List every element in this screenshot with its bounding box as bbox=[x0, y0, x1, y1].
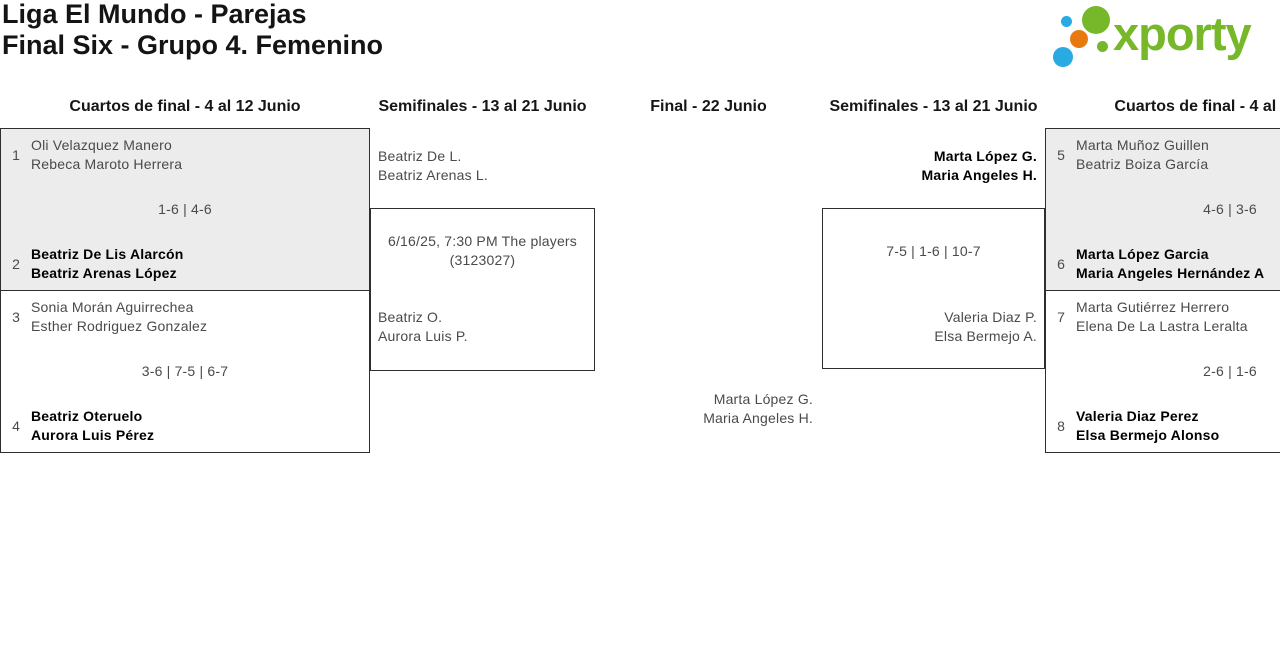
quarterfinals-left-column: 1 Oli Velazquez Manero Rebeca Maroto Her… bbox=[0, 128, 370, 453]
team-players: Oli Velazquez Manero Rebeca Maroto Herre… bbox=[31, 136, 182, 174]
logo-dot-icon bbox=[1082, 6, 1110, 34]
team-players: Valeria Diaz Perez Elsa Bermejo Alonso bbox=[1076, 407, 1219, 445]
player-name: Beatriz De Lis Alarcón bbox=[31, 246, 184, 262]
player-name: Beatriz O. bbox=[378, 309, 443, 325]
player-name: Aurora Luis Pérez bbox=[31, 427, 155, 443]
page-title: Liga El Mundo - Parejas Final Six - Grup… bbox=[2, 0, 383, 61]
player-name: Sonia Morán Aguirrechea bbox=[31, 299, 194, 315]
semifinal-left-top-team: Beatriz De L. Beatriz Arenas L. bbox=[378, 147, 488, 185]
logo-dot-icon bbox=[1053, 47, 1073, 67]
seed-number: 2 bbox=[12, 256, 20, 272]
score-line: 7-5 | 1-6 | 10-7 bbox=[886, 242, 981, 259]
team-row: 6 Marta López Garcia Maria Angeles Herná… bbox=[1046, 245, 1280, 283]
team-row: 4 Beatriz Oteruelo Aurora Luis Pérez bbox=[1, 407, 369, 445]
match-qf3[interactable]: 5 Marta Muñoz Guillen Beatriz Boiza Garc… bbox=[1046, 129, 1280, 291]
player-name: Beatriz Arenas L. bbox=[378, 167, 489, 183]
player-name: Marta López G. bbox=[933, 148, 1037, 164]
seed-number: 7 bbox=[1057, 309, 1065, 325]
match-schedule: 6/16/25, 7:30 PM The players (3123027) bbox=[371, 209, 594, 293]
logo-wordmark: xporty bbox=[1113, 7, 1252, 60]
semifinal-left-bottom-team: Beatriz O. Aurora Luis P. bbox=[378, 308, 468, 346]
team-row: 2 Beatriz De Lis Alarcón Beatriz Arenas … bbox=[1, 245, 369, 283]
player-name: Esther Rodriguez Gonzalez bbox=[31, 318, 208, 334]
match-qf2[interactable]: 3 Sonia Morán Aguirrechea Esther Rodrigu… bbox=[1, 291, 369, 452]
player-name: Elena De La Lastra Leralta bbox=[1076, 318, 1248, 334]
logo-dot-icon bbox=[1061, 16, 1072, 27]
logo-dot-icon bbox=[1097, 41, 1108, 52]
match-qf1[interactable]: 1 Oli Velazquez Manero Rebeca Maroto Her… bbox=[1, 129, 369, 291]
player-name: Beatriz Oteruelo bbox=[31, 408, 143, 424]
seed-number: 6 bbox=[1057, 256, 1065, 272]
team-row: 1 Oli Velazquez Manero Rebeca Maroto Her… bbox=[1, 136, 369, 174]
player-name: Marta López G. bbox=[713, 391, 813, 407]
group-name: Final Six - Grupo 4. Femenino bbox=[2, 30, 384, 60]
player-name: Maria Angeles Hernández A bbox=[1076, 265, 1265, 281]
team-players: Marta López Garcia Maria Angeles Hernánd… bbox=[1076, 245, 1264, 283]
round-header-quarterfinals-left: Cuartos de final - 4 al 12 Junio bbox=[69, 98, 301, 115]
round-header-final: Final - 22 Junio bbox=[650, 98, 767, 115]
match-score: 3-6 | 7-5 | 6-7 bbox=[141, 363, 229, 379]
player-name: Beatriz De L. bbox=[378, 148, 462, 164]
player-name: Marta Muñoz Guillen bbox=[1076, 137, 1209, 153]
seed-number: 8 bbox=[1057, 418, 1065, 434]
player-name: Beatriz Arenas López bbox=[31, 265, 177, 281]
seed-number: 1 bbox=[12, 147, 20, 163]
team-players: Marta Muñoz Guillen Beatriz Boiza García bbox=[1076, 136, 1209, 174]
match-score: 7-5 | 1-6 | 10-7 bbox=[823, 209, 1044, 293]
player-name: Rebeca Maroto Herrera bbox=[31, 156, 183, 172]
player-name: Maria Angeles H. bbox=[921, 167, 1037, 183]
final-winner-team: Marta López G. Maria Angeles H. bbox=[595, 390, 813, 428]
player-name: Marta López Garcia bbox=[1076, 246, 1209, 262]
team-row: 5 Marta Muñoz Guillen Beatriz Boiza Garc… bbox=[1046, 136, 1280, 174]
team-row: 8 Valeria Diaz Perez Elsa Bermejo Alonso bbox=[1046, 407, 1280, 445]
round-header-semifinals-right: Semifinales - 13 al 21 Junio bbox=[829, 98, 1038, 115]
player-name: Aurora Luis P. bbox=[378, 328, 468, 344]
tournament-name: Liga El Mundo - Parejas bbox=[2, 0, 307, 29]
match-sf-left[interactable]: 6/16/25, 7:30 PM The players (3123027) B… bbox=[370, 208, 595, 371]
team-players: Sonia Morán Aguirrechea Esther Rodriguez… bbox=[31, 298, 207, 336]
player-name: Marta Gutiérrez Herrero bbox=[1076, 299, 1230, 315]
round-header-semifinals-left: Semifinales - 13 al 21 Junio bbox=[378, 98, 587, 115]
seed-number: 5 bbox=[1057, 147, 1065, 163]
player-name: Elsa Bermejo Alonso bbox=[1076, 427, 1220, 443]
schedule-line: 6/16/25, 7:30 PM The players bbox=[387, 233, 577, 249]
player-name: Oli Velazquez Manero bbox=[31, 137, 172, 153]
logo-dot-icon bbox=[1070, 30, 1088, 48]
player-name: Valeria Diaz P. bbox=[944, 309, 1037, 325]
team-players: Beatriz De Lis Alarcón Beatriz Arenas Ló… bbox=[31, 245, 183, 283]
match-sf-right[interactable]: 7-5 | 1-6 | 10-7 Valeria Diaz P. Elsa Be… bbox=[822, 208, 1045, 369]
player-name: Beatriz Boiza García bbox=[1076, 156, 1209, 172]
player-name: Maria Angeles H. bbox=[703, 410, 813, 426]
team-players: Marta Gutiérrez Herrero Elena De La Last… bbox=[1076, 298, 1248, 336]
match-score: 1-6 | 4-6 bbox=[158, 201, 212, 217]
round-header-quarterfinals-right: Cuartos de final - 4 al 12 Junio bbox=[1114, 98, 1280, 115]
semifinal-right-bottom-team: Valeria Diaz P. Elsa Bermejo A. bbox=[934, 308, 1037, 346]
player-name: Valeria Diaz Perez bbox=[1076, 408, 1199, 424]
match-id: (3123027) bbox=[449, 252, 516, 268]
semifinal-right-top-team: Marta López G. Maria Angeles H. bbox=[822, 147, 1037, 185]
match-score: 2-6 | 1-6 bbox=[1203, 363, 1257, 379]
xporty-logo[interactable]: xporty bbox=[1046, 3, 1280, 69]
match-score: 4-6 | 3-6 bbox=[1203, 201, 1257, 217]
quarterfinals-right-column: 5 Marta Muñoz Guillen Beatriz Boiza Garc… bbox=[1045, 128, 1280, 453]
seed-number: 3 bbox=[12, 309, 20, 325]
team-players: Beatriz Oteruelo Aurora Luis Pérez bbox=[31, 407, 154, 445]
team-row: 7 Marta Gutiérrez Herrero Elena De La La… bbox=[1046, 298, 1280, 336]
team-row: 3 Sonia Morán Aguirrechea Esther Rodrigu… bbox=[1, 298, 369, 336]
match-qf4[interactable]: 7 Marta Gutiérrez Herrero Elena De La La… bbox=[1046, 291, 1280, 452]
player-name: Elsa Bermejo A. bbox=[934, 328, 1037, 344]
seed-number: 4 bbox=[12, 418, 20, 434]
